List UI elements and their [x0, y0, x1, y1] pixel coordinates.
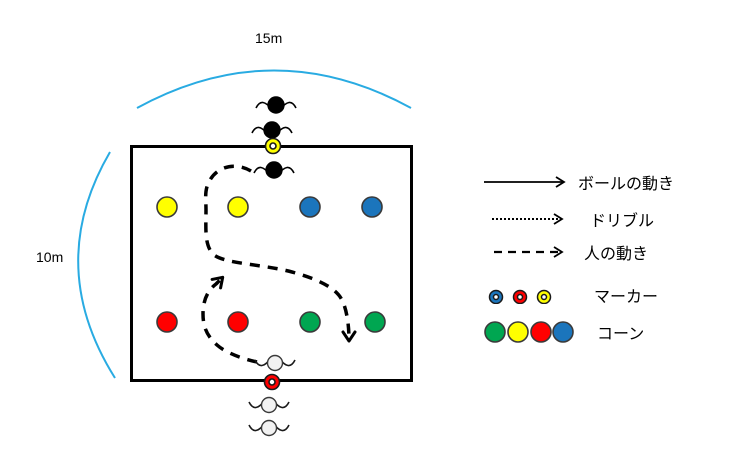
- cone-discs-icon: [483, 318, 575, 346]
- cone: [156, 311, 178, 333]
- legend-label-dribble: ドリブル: [590, 213, 655, 230]
- cone: [299, 196, 321, 218]
- cone: [156, 196, 178, 218]
- dashed-arrow-icon: [483, 244, 575, 260]
- player-black: [251, 121, 293, 139]
- solid-arrow-icon: [483, 174, 575, 190]
- cone: [227, 311, 249, 333]
- cone: [227, 196, 249, 218]
- legend-row-ball-movement: ボールの動き: [483, 170, 674, 194]
- cone: [299, 311, 321, 333]
- marker-discs-icon: [483, 286, 575, 304]
- legend-row-marker: マーカー: [483, 283, 658, 307]
- field-marker-red: [263, 373, 281, 391]
- width-dimension-arc: [136, 69, 412, 109]
- legend-row-cone: コーン: [483, 318, 644, 346]
- player-black: [255, 96, 297, 114]
- legend-row-dribble: ドリブル: [483, 207, 654, 231]
- player-white: [248, 396, 290, 414]
- legend-label-marker: マーカー: [594, 289, 659, 306]
- field-width-label: 15m: [255, 30, 283, 46]
- dotted-arrow-icon: [483, 211, 575, 227]
- field-marker-yellow: [264, 137, 282, 155]
- legend-label-person-movement: 人の動き: [584, 246, 649, 263]
- person-movement-path-bottom: [201, 275, 258, 364]
- height-dimension-arc: [77, 151, 116, 379]
- cone: [364, 311, 386, 333]
- cone: [361, 196, 383, 218]
- field-height-label: 10m: [36, 249, 64, 265]
- legend-label-ball-movement: ボールの動き: [578, 176, 675, 193]
- field-outline: [130, 145, 413, 382]
- legend-row-person-movement: 人の動き: [483, 240, 648, 264]
- player-white: [248, 419, 290, 437]
- legend-label-cone: コーン: [597, 326, 645, 343]
